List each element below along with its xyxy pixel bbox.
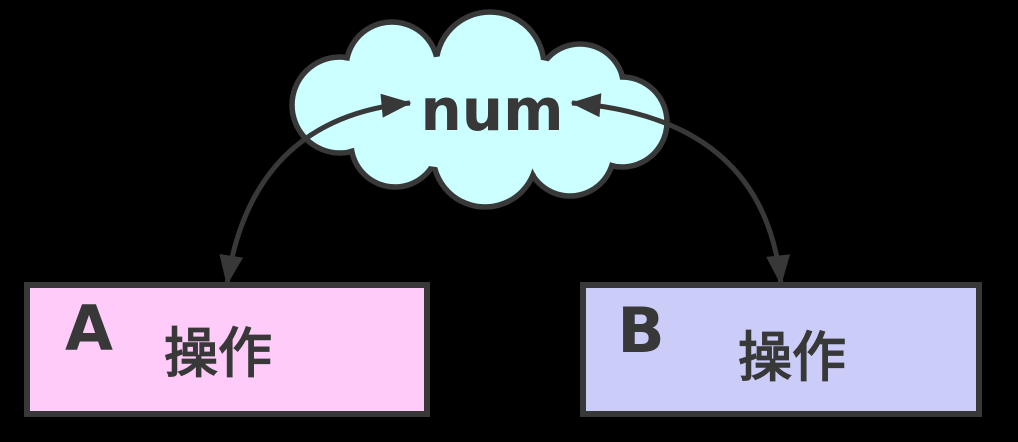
box-b-corner-label: B xyxy=(617,294,664,367)
box-a-corner-label: A xyxy=(65,292,113,365)
box-b xyxy=(580,282,982,417)
edge-b-to-num xyxy=(570,93,791,286)
box-b-label: 操作 xyxy=(738,326,846,389)
box-a xyxy=(24,282,430,417)
edge-a-to-num xyxy=(219,93,412,286)
cloud-label: num xyxy=(420,76,563,144)
box-a-label: 操作 xyxy=(164,322,272,385)
